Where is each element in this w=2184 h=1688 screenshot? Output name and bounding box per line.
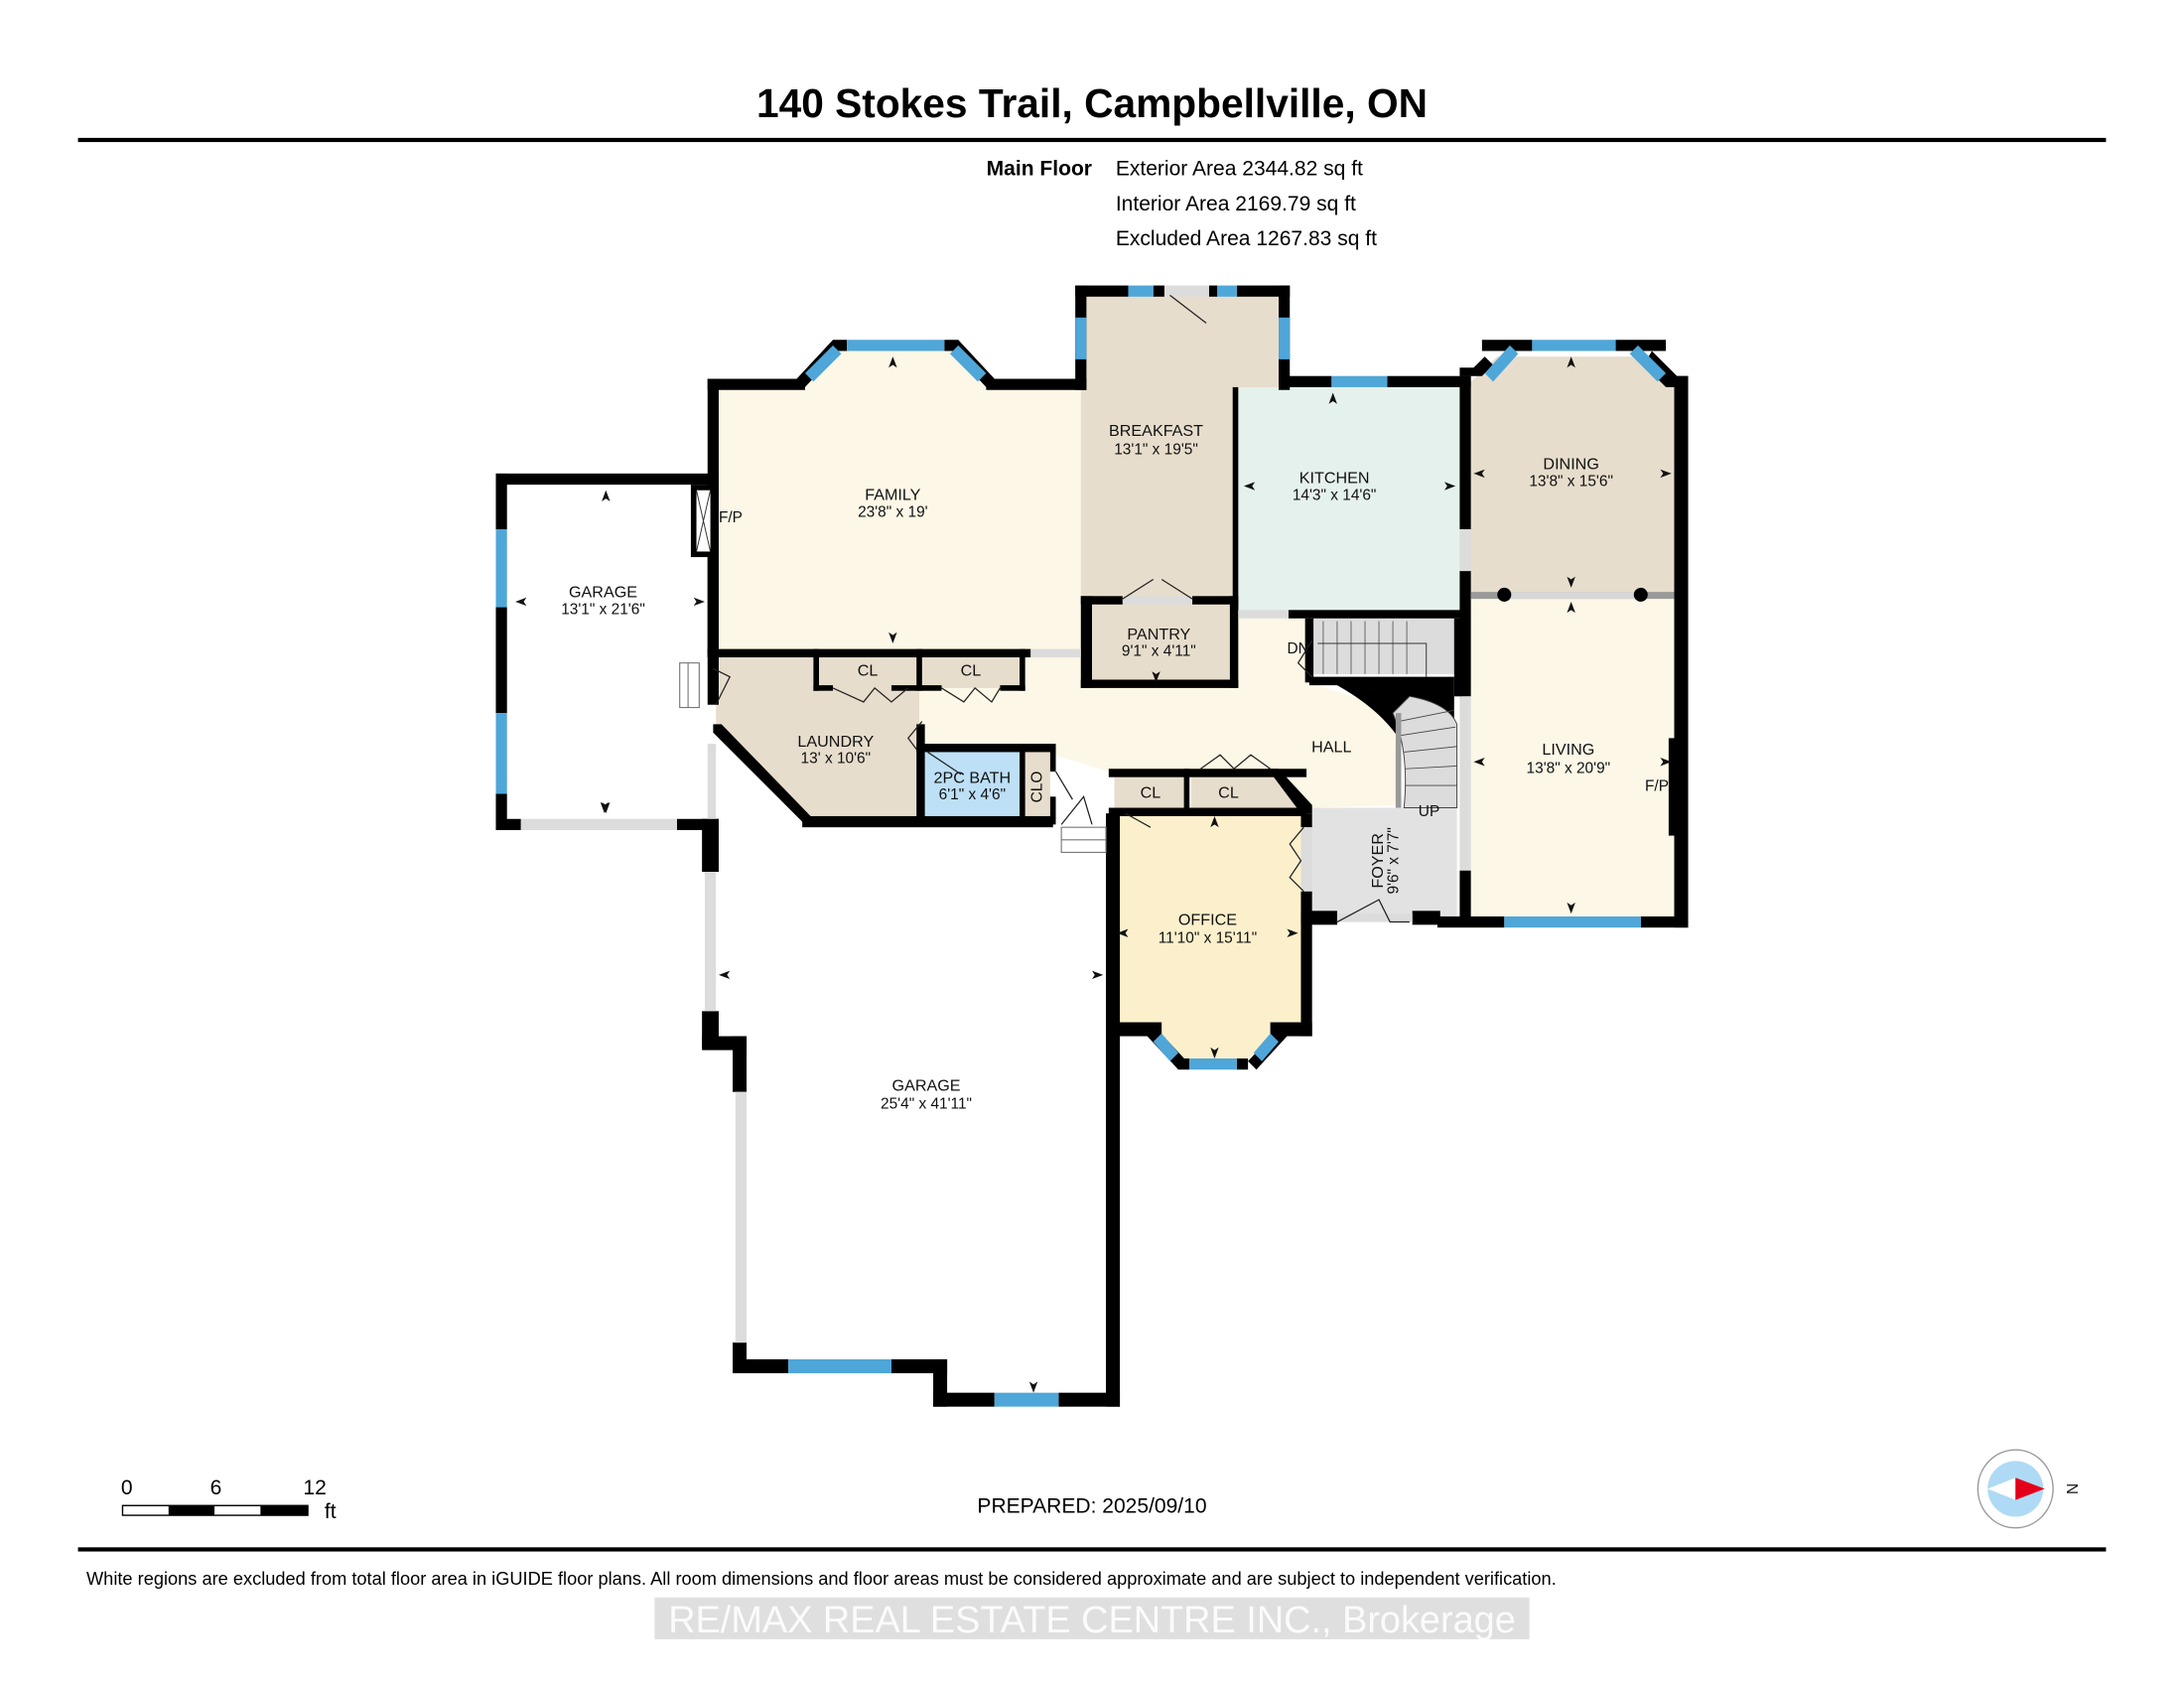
room-bath-name: 2PC BATH (933, 769, 1011, 786)
fp-family: F/P (719, 509, 743, 526)
room-kitchen-dims: 14'3" x 14'6" (1293, 488, 1377, 504)
room-dining-fill (1465, 356, 1675, 597)
room-pantry-fill (1086, 601, 1233, 683)
compass-icon: N (1977, 1449, 2080, 1529)
room-cl4-fill (1190, 774, 1307, 808)
room-office-fill (1114, 813, 1302, 1061)
header-rule (77, 137, 2107, 143)
room-garage-large-name: GARAGE (892, 1076, 961, 1094)
room-family-name: FAMILY (865, 487, 920, 504)
room-pantry-dims: 9'1" x 4'11" (1122, 643, 1196, 660)
exterior-area: Exterior Area 2344.82 sq ft (1116, 158, 1363, 181)
closet-label-3: CL (1141, 784, 1161, 802)
scale-bar: 0 6 12 ft (121, 1477, 337, 1523)
room-kitchen-name: KITCHEN (1299, 470, 1370, 488)
page-title: 140 Stokes Trail, Campbellville, ON (756, 80, 1428, 126)
excluded-area: Excluded Area 1267.83 sq ft (1116, 227, 1377, 250)
footer-rule (77, 1547, 2107, 1552)
stairs-up (1392, 695, 1458, 809)
room-family-fill (716, 348, 1081, 652)
openings (520, 285, 1675, 1343)
prepared-date: PREPARED: 2025/09/10 (977, 1494, 1206, 1517)
room-breakfast-dims: 13'1" x 19'5" (1114, 441, 1198, 458)
room-bath-dims: 6'1" x 4'6" (939, 786, 1006, 803)
closet-label-1: CL (858, 661, 879, 679)
room-living-fill (1465, 596, 1675, 916)
room-laundry-name: LAUNDRY (797, 733, 874, 751)
interior-area: Interior Area 2169.79 sq ft (1116, 193, 1356, 215)
room-living-dims: 13'8" x 20'9" (1527, 760, 1611, 776)
room-pantry-name: PANTRY (1127, 626, 1190, 643)
room-labels: FAMILY 23'8" x 19' F/P BREAKFAST 13'1" x… (561, 422, 1669, 1112)
room-family-dims: 23'8" x 19' (858, 503, 928, 520)
room-clo-fill (1024, 752, 1050, 822)
room-laundry-dims: 13' x 10'6" (801, 751, 872, 768)
watermark-bg (654, 1597, 1530, 1639)
floor-label: Main Floor (987, 158, 1092, 181)
dimension-arrows (515, 356, 1672, 1393)
room-kitchen-fill (1238, 386, 1461, 614)
closet-label-4: CL (1218, 784, 1239, 802)
room-foyer-fill (1306, 807, 1457, 919)
room-office-dims: 11'10" x 15'11" (1159, 930, 1257, 947)
room-dining-dims: 13'8" x 15'6" (1529, 474, 1613, 491)
stairs-down (1317, 621, 1428, 677)
disclaimer: White regions are excluded from total fl… (86, 1568, 1557, 1589)
room-garage-small-dims: 13'1" x 21'6" (561, 602, 645, 619)
scale-tick-6: 6 (210, 1477, 222, 1499)
room-garage-large-dims: 25'4" x 41'11" (881, 1096, 972, 1113)
clo-label: CLO (1028, 772, 1045, 803)
room-breakfast-name: BREAKFAST (1109, 422, 1203, 440)
windows (495, 285, 1667, 1407)
staircases (1317, 621, 1458, 809)
stairs-up-treads (1398, 709, 1457, 786)
room-cl2-fill (921, 654, 1023, 688)
room-cl1-fill (816, 654, 917, 688)
room-dining-name: DINING (1543, 456, 1598, 474)
room-office-name: OFFICE (1178, 911, 1237, 928)
room-foyer-dims: 9'6" x 7'7" (1386, 827, 1403, 894)
room-garage-small-name: GARAGE (569, 584, 637, 602)
stairs-up-label: UP (1419, 803, 1439, 820)
fp-living: F/P (1645, 778, 1669, 795)
room-cl3-fill (1114, 774, 1184, 808)
scale-tick-12: 12 (303, 1477, 326, 1499)
scale-unit: ft (325, 1500, 337, 1523)
room-living-name: LIVING (1542, 741, 1594, 759)
closet-label-2: CL (961, 661, 982, 679)
stair-down-fill (1311, 618, 1454, 674)
stairs-dn-label: DN (1288, 640, 1309, 657)
watermark: RE/MAX REAL ESTATE CENTRE INC., Brokerag… (668, 1600, 1516, 1641)
compass-north-label: N (2063, 1483, 2080, 1494)
scale-tick-0: 0 (121, 1477, 133, 1499)
room-hall-name: HALL (1311, 738, 1351, 756)
room-foyer-name: FOYER (1369, 833, 1387, 889)
